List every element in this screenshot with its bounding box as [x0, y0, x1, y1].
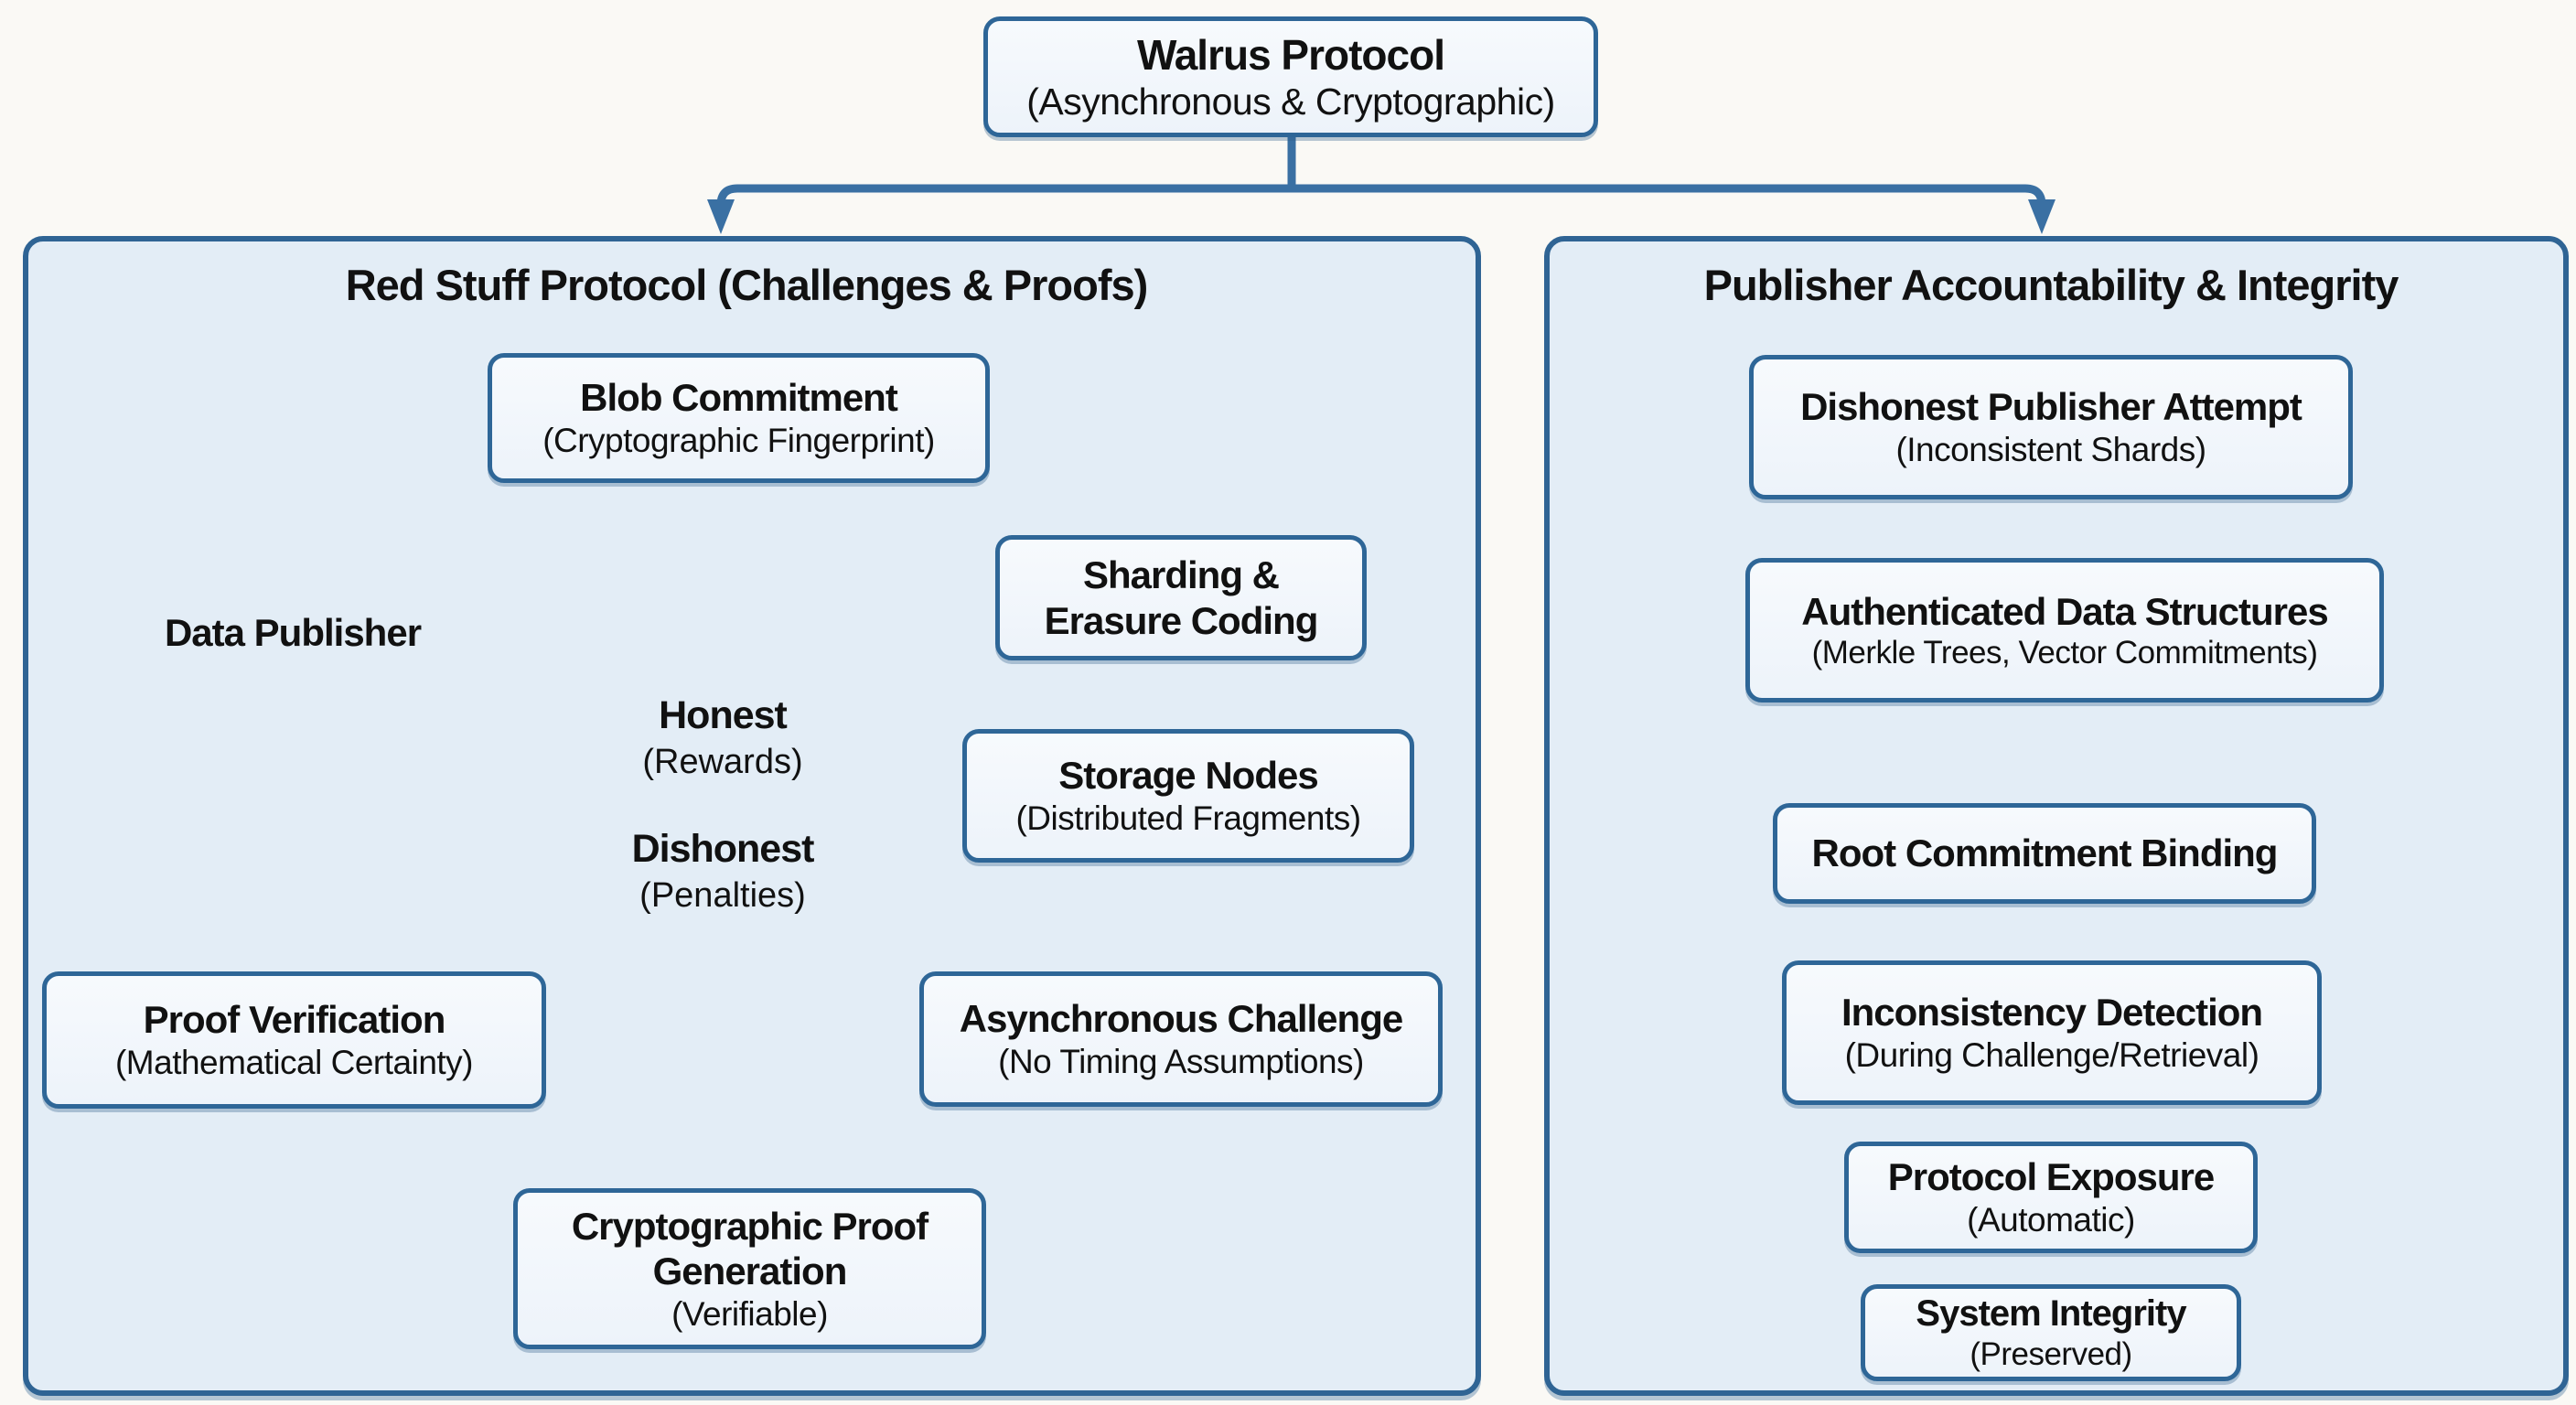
dishonest-label-block: Dishonest (Penalties) — [540, 825, 906, 917]
node-dishonest-publisher: Dishonest Publisher Attempt (Inconsisten… — [1749, 355, 2353, 499]
rp-node-subtitle: (Merkle Trees, Vector Commitments) — [1811, 635, 2318, 671]
rp-node-title: Root Commitment Binding — [1811, 831, 2279, 875]
sharding-title: Sharding & Erasure Coding — [1044, 552, 1319, 642]
storage-subtitle: (Distributed Fragments) — [1015, 799, 1361, 837]
challenge-subtitle: (No Timing Assumptions) — [998, 1042, 1364, 1080]
proofgen-title: Cryptographic Proof Generation — [571, 1204, 928, 1293]
honest-sublabel: (Rewards) — [642, 742, 803, 781]
dishonest-label: Dishonest — [631, 827, 815, 871]
right-panel-title: Publisher Accountability & Integrity — [1703, 261, 2399, 309]
connector-root-split — [716, 184, 2046, 224]
storage-title: Storage Nodes — [1058, 754, 1318, 798]
verification-subtitle: (Mathematical Certainty) — [114, 1043, 474, 1081]
rp-node-subtitle: (Preserved) — [1970, 1335, 2132, 1372]
node-inconsistency-detection: Inconsistency Detection (During Challeng… — [1782, 960, 2322, 1105]
dishonest-sublabel: (Penalties) — [639, 875, 806, 915]
node-protocol-exposure: Protocol Exposure (Automatic) — [1844, 1142, 2258, 1253]
publisher-label: Data Publisher — [164, 611, 422, 654]
rp-node-subtitle: (Automatic) — [1967, 1200, 2135, 1239]
blob-subtitle: (Cryptographic Fingerprint) — [542, 421, 935, 459]
node-storage-nodes: Storage Nodes (Distributed Fragments) — [962, 729, 1414, 863]
node-root-commitment: Root Commitment Binding — [1773, 803, 2316, 904]
honest-label: Honest — [659, 693, 788, 737]
rp-node-title: Protocol Exposure — [1887, 1155, 2215, 1199]
rp-node-title: System Integrity — [1916, 1292, 2186, 1334]
blob-title: Blob Commitment — [580, 376, 898, 420]
node-sharding-erasure: Sharding & Erasure Coding — [995, 535, 1367, 660]
node-asynchronous-challenge: Asynchronous Challenge (No Timing Assump… — [919, 971, 1443, 1107]
node-system-integrity: System Integrity (Preserved) — [1861, 1284, 2241, 1381]
arrowhead-left-panel — [707, 199, 735, 234]
rp-node-title: Authenticated Data Structures — [1801, 589, 2328, 633]
rp-node-subtitle: (During Challenge/Retrieval) — [1844, 1035, 2259, 1074]
walrus-title: Walrus Protocol — [1137, 30, 1445, 79]
node-proof-generation: Cryptographic Proof Generation (Verifiab… — [513, 1188, 986, 1349]
walrus-subtitle: (Asynchronous & Cryptographic) — [1026, 80, 1555, 123]
rp-node-title: Inconsistency Detection — [1841, 991, 2263, 1035]
node-walrus-protocol: Walrus Protocol (Asynchronous & Cryptogr… — [983, 16, 1598, 137]
honest-label-block: Honest (Rewards) — [540, 692, 906, 784]
node-authenticated-structures: Authenticated Data Structures (Merkle Tr… — [1745, 558, 2384, 702]
node-proof-verification: Proof Verification (Mathematical Certain… — [42, 971, 546, 1109]
challenge-title: Asynchronous Challenge — [959, 997, 1403, 1041]
left-panel-title: Red Stuff Protocol (Challenges & Proofs) — [345, 261, 1149, 309]
rp-node-title: Dishonest Publisher Attempt — [1800, 385, 2302, 429]
verification-title: Proof Verification — [143, 998, 446, 1042]
arrowhead-right-panel — [2028, 199, 2055, 234]
proofgen-subtitle: (Verifiable) — [671, 1294, 828, 1333]
rp-node-subtitle: (Inconsistent Shards) — [1895, 430, 2206, 468]
node-blob-commitment: Blob Commitment (Cryptographic Fingerpri… — [488, 353, 990, 483]
